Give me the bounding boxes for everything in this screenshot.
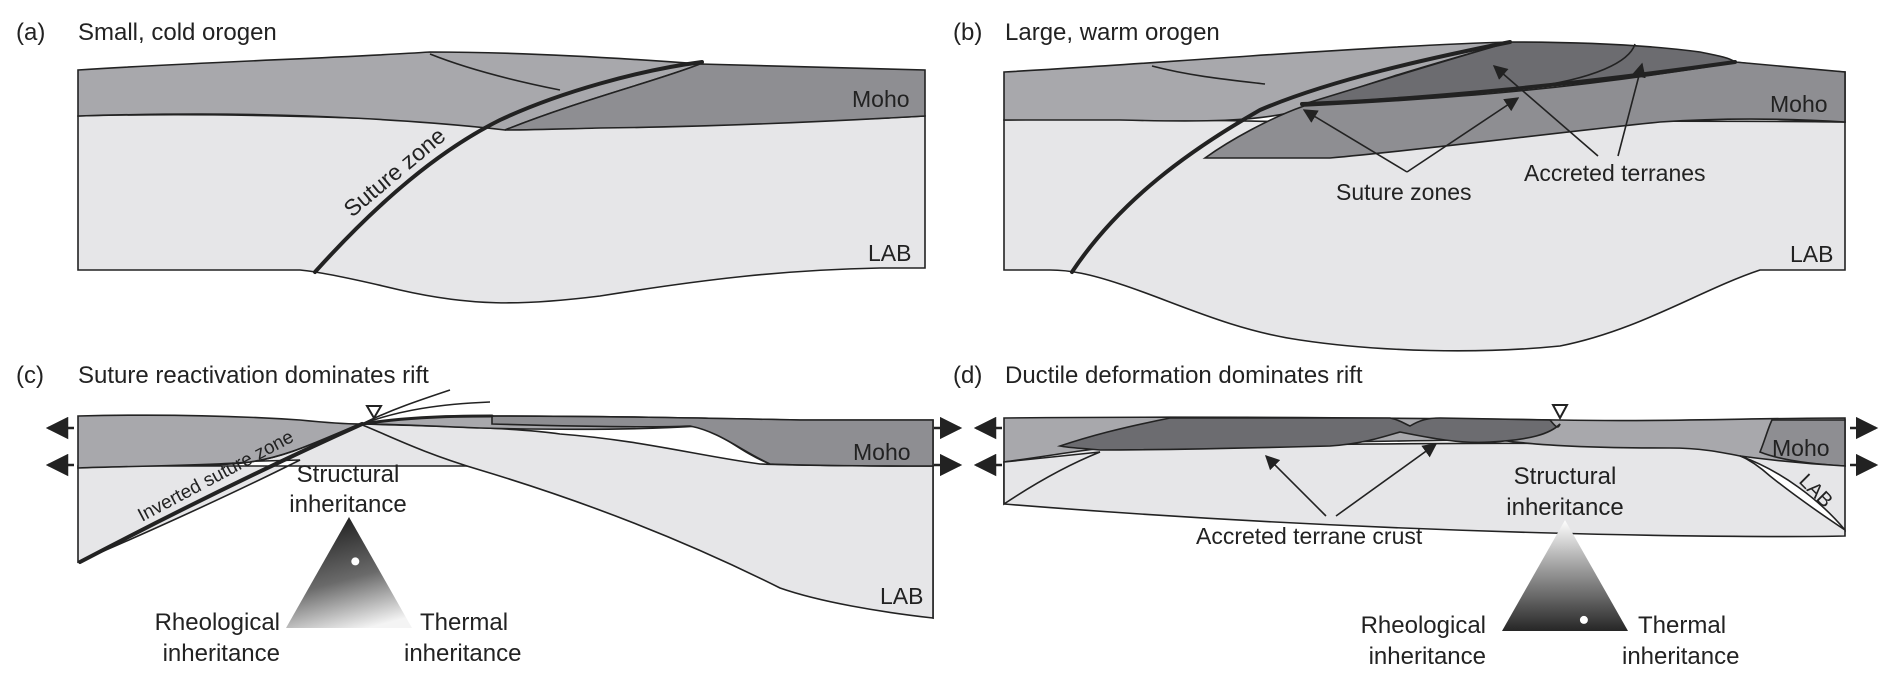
panel-d-ternary-triangle [1502,520,1628,631]
panel-b-lab-label: LAB [1790,241,1833,267]
panel-d-terrane-crust [1056,417,1561,451]
panel-a-letter: (a) [16,19,45,46]
panel-d-arrow-terrane-1 [1264,454,1327,517]
panel-d-ternary-right-2: inheritance [1622,643,1739,670]
panel-b-suture-second [1300,60,1737,106]
panel-d-title: Ductile deformation dominates rift [1005,362,1363,389]
panel-d-ternary: Structural inheritance Rheological inher… [1361,463,1740,670]
panel-c-suture-line [78,422,364,564]
panel-b-letter: (b) [953,19,982,46]
panel-a-terrane [504,63,926,131]
panel-c-lab-label: LAB [880,583,923,609]
panel-d-mantle [1003,442,1846,538]
panel-d-arrow-terrane-2 [1335,443,1438,517]
panel-d-ternary-top-1: Structural [1514,463,1617,490]
panel-d-lab-wedge-right [1739,455,1846,533]
panel-c-ternary-top-1: Structural [297,461,400,488]
panel-b-arrow-suture-2 [1406,97,1520,173]
panel-c-terrane [491,415,934,467]
panel-c-ternary-point [351,557,360,566]
panel-a-thrust [429,53,561,91]
panel-d-ternary-point [1579,615,1588,624]
panel-d-letter: (d) [953,362,982,389]
panel-c-moho-label: Moho [853,439,911,465]
panel-c: (c) Suture reactivation dominates rift I… [16,362,963,667]
panel-c-ternary-right-2: inheritance [404,640,521,667]
panel-c-ternary-left-1: Rheological [155,609,280,636]
panel-b-terrane-lower [1202,61,1846,159]
panel-b-arrow-terrane-1 [1492,65,1599,157]
panel-c-ternary-left-2: inheritance [163,640,280,667]
panel-a-suture-line [313,60,704,274]
panel-b-mantle [1003,118,1846,352]
panel-c-ternary: Structural inheritance Rheological inher… [155,461,522,667]
panel-c-fault-2 [361,401,491,425]
panel-a-lab-label: LAB [868,240,911,266]
panel-d-ternary-top-2: inheritance [1506,494,1623,521]
panel-a-title: Small, cold orogen [78,19,277,46]
panel-b-thrust-1 [1151,65,1266,85]
panel-b-suture-label: Suture zones [1336,179,1472,205]
panel-b-arrow-suture-1 [1302,109,1408,173]
panel-d-ternary-left-1: Rheological [1361,612,1486,639]
panel-b-arrow-terrane-2 [1617,62,1646,157]
panel-c-ternary-right-1: Thermal [420,609,508,636]
panel-d-terrane-label: Accreted terrane crust [1196,523,1423,549]
panel-a: (a) Small, cold orogen Suture zone Moho … [16,19,926,304]
panel-d: (d) Ductile deformation dominates rift A… [953,362,1879,670]
panel-d-ternary-left-2: inheritance [1369,643,1486,670]
panel-c-letter: (c) [16,362,44,389]
panel-d-rift-marker-icon [1551,404,1569,421]
panel-b-terranes-label: Accreted terranes [1524,160,1706,186]
panel-b: (b) Large, warm orogen Suture zones Accr… [953,19,1846,352]
panel-d-ternary-right-1: Thermal [1638,612,1726,639]
panel-b-moho-label: Moho [1770,91,1828,117]
panel-c-surface-line [360,414,494,426]
panel-c-ternary-top-2: inheritance [289,491,406,518]
panel-c-fault-1 [361,389,451,425]
panel-d-lab-wedge-left [1003,451,1101,506]
panel-a-moho-label: Moho [852,86,910,112]
panel-b-suture-main [1070,40,1512,274]
panel-a-mantle [77,113,926,304]
panel-c-ternary-triangle [286,517,412,628]
panel-c-title: Suture reactivation dominates rift [78,362,429,389]
panel-b-title: Large, warm orogen [1005,19,1220,46]
panel-c-rift-marker-icon [365,405,383,420]
panel-d-moho-label: Moho [1772,435,1830,461]
